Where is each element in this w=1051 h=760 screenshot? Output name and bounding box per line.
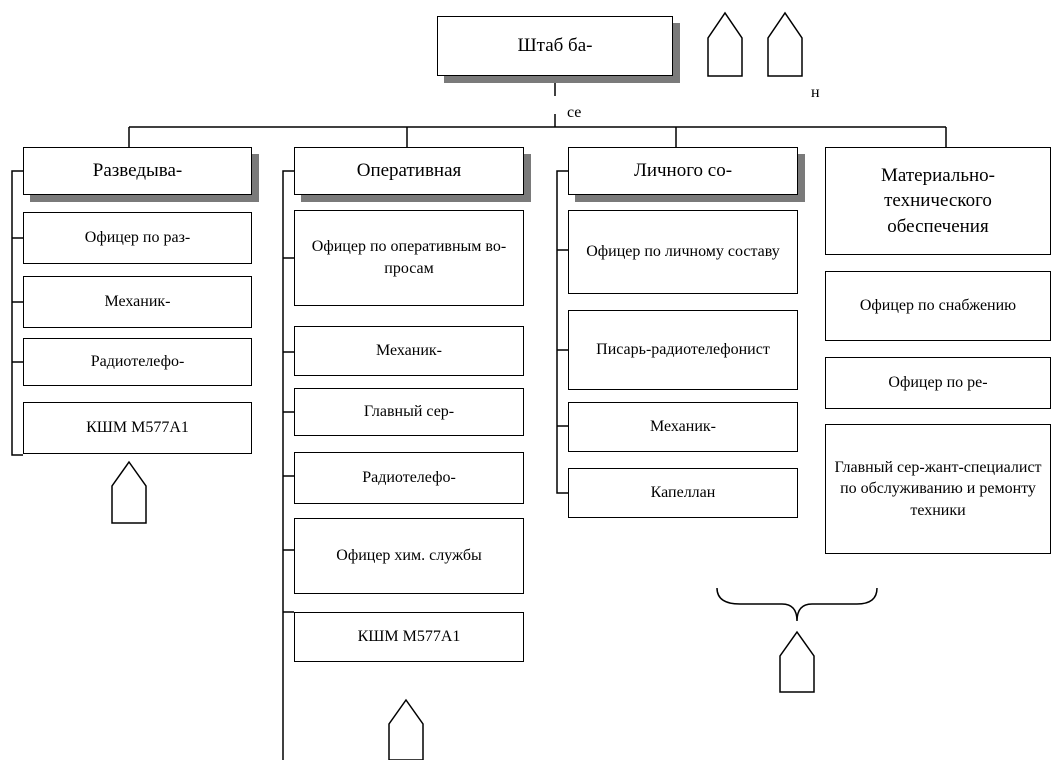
col1-side-connector — [11, 170, 23, 456]
list-item: Капеллан — [568, 468, 798, 518]
list-item-label: Офицер по личному составу — [586, 243, 780, 261]
list-item: Офицер по оперативным во-просам — [294, 210, 524, 306]
section-header-label: Материально-технического обеспечения — [881, 164, 995, 237]
list-item-label: Офицер по ре- — [888, 374, 988, 392]
section-header-reconnaissance: Разведыва- — [23, 147, 252, 195]
list-item: Главный сер- — [294, 388, 524, 436]
list-item-label: Механик- — [104, 293, 171, 311]
list-item-label: Механик- — [375, 342, 443, 360]
list-item-label: Радиотелефо- — [90, 353, 185, 371]
section-header-personnel: Личного со- — [568, 147, 798, 195]
list-item: Механик- — [294, 326, 524, 376]
section-header-label: Разведыва- — [92, 160, 183, 182]
list-item: Радиотелефо- — [23, 338, 252, 386]
list-item: КШМ М577А1 — [294, 612, 524, 662]
list-item: КШМ М577А1 — [23, 402, 252, 454]
section-header-logistics: Материально-технического обеспечения — [825, 147, 1051, 255]
list-item: Офицер хим. службы — [294, 518, 524, 594]
list-item: Радиотелефо- — [294, 452, 524, 504]
list-item-label: Писарь-радиотелефонист — [596, 341, 770, 359]
list-item: Офицер по раз- — [23, 212, 252, 264]
list-item: Офицер по снабжению — [825, 271, 1051, 341]
list-item-label: Офицер по раз- — [84, 229, 191, 247]
list-item-label: КШМ М577А1 — [357, 628, 461, 646]
section-header-label: Оперативная — [356, 160, 462, 182]
list-item-label: Офицер хим. службы — [336, 547, 482, 565]
list-item: Офицер по ре- — [825, 357, 1051, 409]
list-item-label: Механик- — [649, 418, 717, 436]
hq-suffix-se: се — [567, 104, 582, 121]
col3-side-connector — [556, 170, 568, 494]
list-item-label: Главный сер-жант-специалист по обслужива… — [834, 458, 1042, 519]
pentagon-marker-brace — [779, 630, 815, 693]
list-item-label: КШМ М577А1 — [86, 419, 189, 437]
hq-suffix-n: н — [811, 84, 820, 101]
curly-brace — [716, 587, 878, 622]
list-item-label: Радиотелефо- — [362, 469, 456, 487]
pentagon-marker-top-2 — [767, 11, 803, 77]
hq-title: Штаб ба- — [517, 35, 593, 57]
section-header-operations: Оперативная — [294, 147, 524, 195]
pentagon-marker-top-1 — [707, 11, 743, 77]
list-item-label: Офицер по оперативным во-просам — [311, 238, 507, 277]
list-item: Главный сер-жант-специалист по обслужива… — [825, 424, 1051, 554]
list-item-label: Капеллан — [650, 484, 716, 502]
list-item: Писарь-радиотелефонист — [568, 310, 798, 390]
list-item: Механик- — [568, 402, 798, 452]
list-item-label: Главный сер- — [363, 403, 455, 421]
list-item: Механик- — [23, 276, 252, 328]
pentagon-marker-col1 — [111, 460, 147, 524]
pentagon-marker-col2 — [388, 698, 424, 760]
list-item: Офицер по личному составу — [568, 210, 798, 294]
list-item-label: Офицер по снабжению — [859, 297, 1017, 315]
col2-side-connector — [282, 170, 294, 760]
hq-box: Штаб ба- — [437, 16, 673, 76]
section-header-label: Личного со- — [633, 160, 733, 182]
